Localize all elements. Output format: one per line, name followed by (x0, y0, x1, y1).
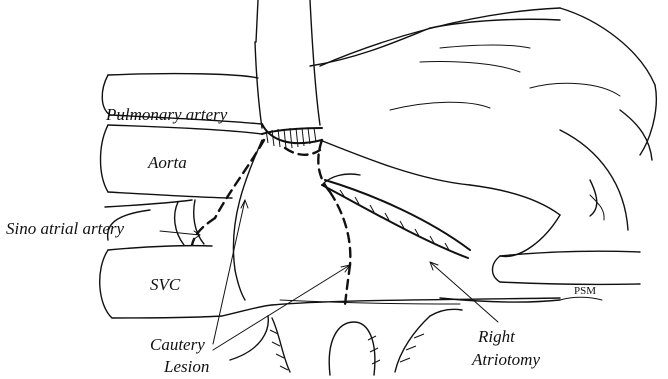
right-atrium (272, 140, 640, 305)
label-svc: SVC (150, 276, 180, 293)
label-sino-atrial-artery: Sino atrial artery (6, 220, 124, 237)
label-pulmonary-artery: Pulmonary artery (106, 106, 227, 123)
atriotomy-incision (322, 174, 470, 258)
label-lesion: Lesion (164, 358, 209, 375)
label-atriotomy: Atriotomy (472, 351, 540, 368)
sino-atrial-artery-vessel (233, 140, 262, 300)
great-vessel-trunk (255, 0, 430, 128)
signature-mark (560, 297, 602, 300)
cautery-lesion-lines (192, 140, 350, 305)
lower-cannulas (230, 309, 462, 375)
label-aorta: Aorta (148, 154, 187, 171)
cannula-suture (262, 124, 322, 148)
label-cautery: Cautery (150, 336, 205, 353)
svc-vessel (100, 246, 272, 318)
signature-text: PSM (574, 286, 596, 297)
label-right: Right (478, 328, 515, 345)
